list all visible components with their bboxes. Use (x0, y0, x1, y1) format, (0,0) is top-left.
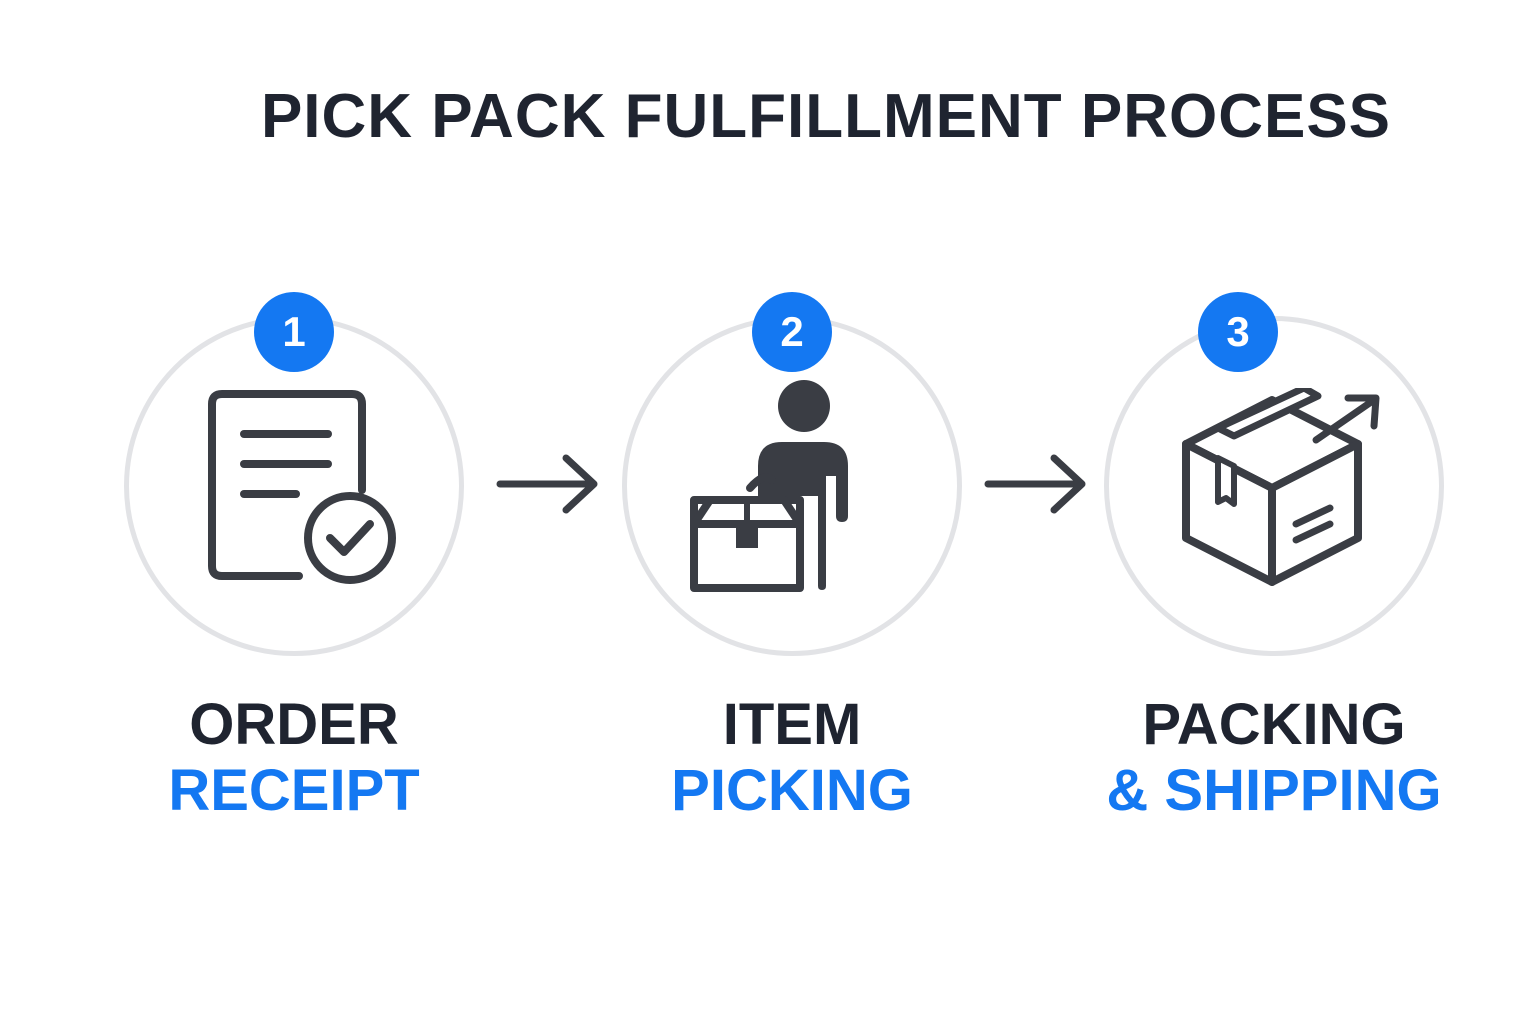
page-title: PICK PACK FULFILLMENT PROCESS (260, 82, 1392, 151)
arrow-right-icon (984, 454, 1086, 514)
step-label-line1: ITEM (722, 692, 862, 757)
step-label: ITEM PICKING (542, 692, 1042, 824)
step-number-badge: 3 (1198, 292, 1278, 372)
document-check-icon (208, 390, 396, 584)
step-label-line1: PACKING (1142, 692, 1406, 757)
step-number-badge: 1 (254, 292, 334, 372)
person-box-icon (690, 380, 848, 592)
step-label-line2: RECEIPT (168, 758, 420, 823)
step-label-line2: & SHIPPING (1106, 758, 1442, 823)
step-label: PACKING & SHIPPING (1024, 692, 1524, 824)
step-label-line2: PICKING (671, 758, 913, 823)
step-number-badge: 2 (752, 292, 832, 372)
box-shipping-icon (1182, 388, 1380, 586)
step-label-line1: ORDER (189, 692, 399, 757)
step-label: ORDER RECEIPT (44, 692, 544, 824)
arrow-right-icon (496, 454, 598, 514)
